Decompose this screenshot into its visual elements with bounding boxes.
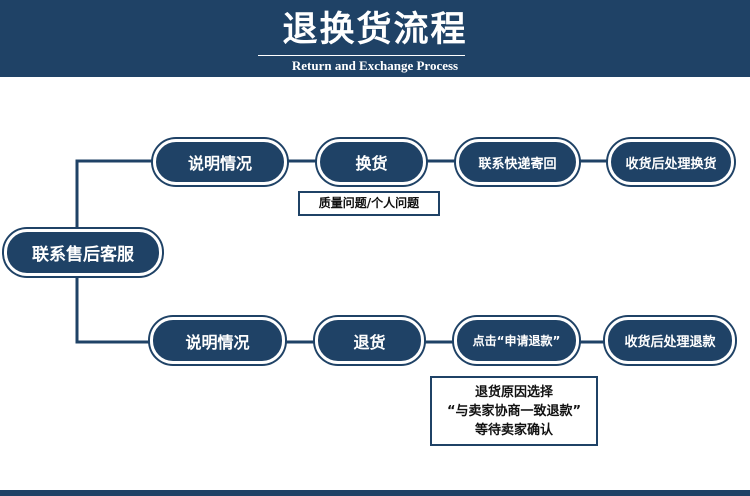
node-ship-back: 联系快递寄回 xyxy=(456,139,579,185)
node-return: 退货 xyxy=(315,317,424,364)
node-apply-refund: 点击“申请退款” xyxy=(454,317,579,364)
note-return-line-1: 退货原因选择 xyxy=(474,385,553,400)
node-exchange-explain: 说明情况 xyxy=(153,139,287,185)
footer-bar xyxy=(0,490,750,496)
page-subtitle: Return and Exchange Process xyxy=(291,58,459,73)
note-exchange-reason: 质量问题/个人问题 xyxy=(298,191,440,216)
node-process-refund: 收货后处理退款 xyxy=(605,317,735,364)
node-return-explain: 说明情况 xyxy=(150,317,285,364)
node-contact-service: 联系售后客服 xyxy=(4,229,162,276)
note-return-line-2: “与卖家协商一致退款” xyxy=(446,404,582,419)
node-process-exchange: 收货后处理换货 xyxy=(608,139,734,185)
note-return-reason: 退货原因选择 “与卖家协商一致退款” 等待卖家确认 xyxy=(430,376,598,446)
node-exchange: 换货 xyxy=(317,139,426,185)
page-title: 退换货流程 xyxy=(282,10,468,50)
title-divider xyxy=(258,55,465,56)
header-banner: 退换货流程 Return and Exchange Process xyxy=(0,0,750,77)
note-return-line-3: 等待卖家确认 xyxy=(474,423,553,438)
